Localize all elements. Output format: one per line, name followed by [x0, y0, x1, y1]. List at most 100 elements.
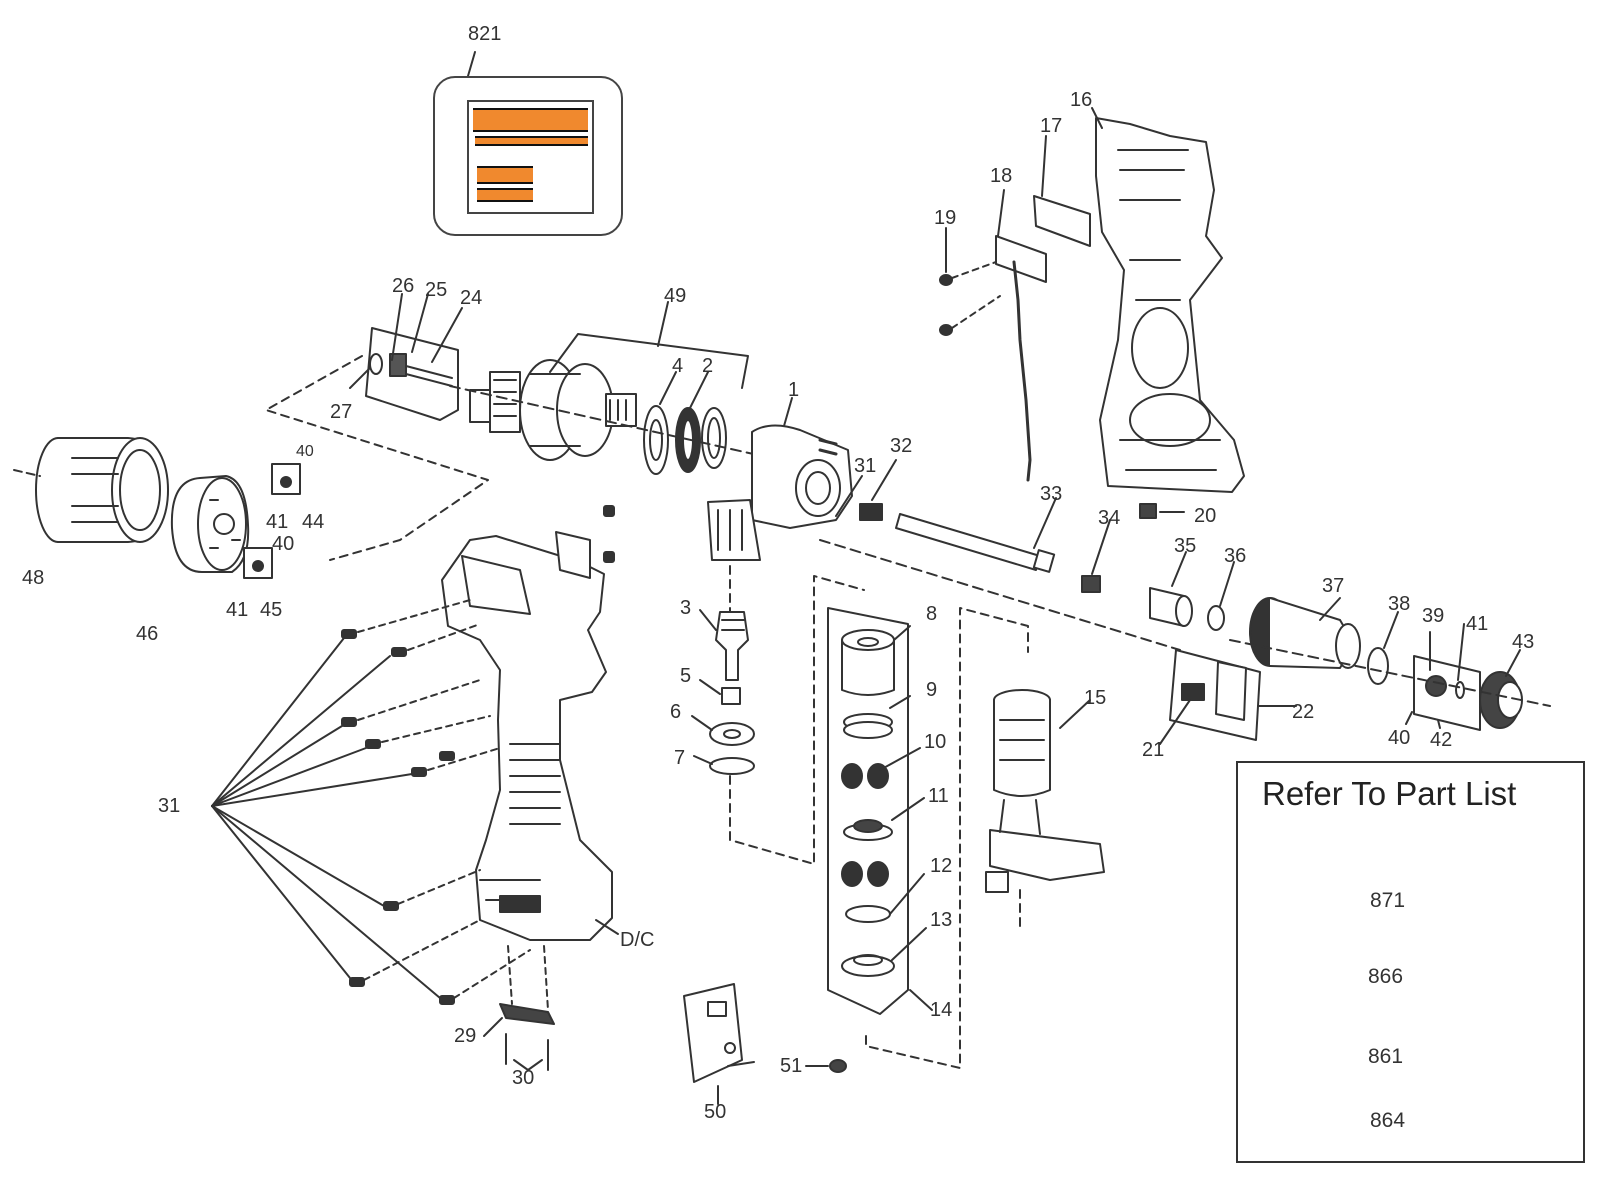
leader-38	[1383, 611, 1399, 649]
leader-29	[483, 1017, 503, 1037]
part-49-gearbox	[469, 359, 637, 461]
callout-29: 29	[454, 1025, 477, 1047]
callout-40-c: 40	[1388, 727, 1411, 749]
callout-2: 2	[702, 355, 714, 377]
axis-line-upper	[449, 385, 781, 461]
callout-40-a: 40	[296, 443, 314, 460]
callout-46: 46	[136, 623, 159, 645]
dashed-guide-27	[265, 355, 489, 561]
screw-guides-31	[357, 599, 531, 999]
leader-17	[1041, 135, 1047, 197]
callout-15: 15	[1084, 687, 1107, 709]
callout-42: 42	[1430, 729, 1453, 751]
orange-bar-2	[475, 136, 588, 146]
leader-43	[1505, 649, 1521, 677]
orange-bar-4	[477, 188, 533, 202]
callout-dc: D/C	[620, 929, 655, 951]
callout-33: 33	[1040, 483, 1063, 505]
callout-38: 38	[1388, 593, 1411, 615]
part-35	[1149, 587, 1193, 627]
callout-9: 9	[926, 679, 938, 701]
leader-6	[691, 715, 713, 731]
part-2b-washer	[701, 407, 727, 469]
axis-line-front	[1229, 639, 1551, 707]
callout-35: 35	[1174, 535, 1197, 557]
part-9-carrier	[843, 713, 893, 739]
part-3-pinion	[715, 611, 749, 681]
callout-17: 17	[1040, 115, 1063, 137]
callout-7: 7	[674, 747, 686, 769]
callout-11: 11	[928, 785, 949, 807]
part-39-42-assembly	[1413, 655, 1481, 731]
callout-19: 19	[934, 207, 957, 229]
bracket-49	[549, 301, 749, 389]
callout-5: 5	[680, 665, 692, 687]
label-821-card	[433, 76, 623, 236]
callout-13: 13	[930, 909, 953, 931]
part-48-collar	[13, 437, 169, 543]
callout-32: 32	[890, 435, 913, 457]
callout-21: 21	[1142, 739, 1165, 761]
leaders-31-32	[835, 459, 897, 517]
part-20	[1139, 503, 1157, 519]
callout-26: 26	[392, 275, 415, 297]
part-30-screws	[505, 1033, 549, 1071]
part-51-screw	[829, 1059, 847, 1073]
part-46-ring	[170, 475, 250, 573]
part-43-cap	[1479, 671, 1523, 729]
leader-34	[1091, 519, 1111, 575]
part-36-oring	[1207, 605, 1225, 631]
callout-41-c: 41	[1466, 613, 1489, 635]
callout-4: 4	[672, 355, 684, 377]
callout-14: 14	[930, 999, 953, 1021]
callout-44: 44	[302, 511, 325, 533]
callout-31-top: 31	[854, 455, 877, 477]
callout-16: 16	[1070, 89, 1093, 111]
leaders-31-fan	[211, 637, 441, 999]
leader-16	[1091, 107, 1103, 129]
callout-27: 27	[330, 401, 353, 423]
leader-36	[1219, 561, 1235, 607]
callout-20: 20	[1194, 505, 1217, 527]
part-4-washer	[643, 405, 669, 475]
callout-22: 22	[1292, 701, 1315, 723]
dashed-path-14-15	[865, 607, 1029, 1069]
callout-8: 8	[926, 603, 938, 625]
leader-37	[1319, 597, 1341, 621]
legend-item-864: 864	[1370, 1109, 1406, 1132]
part-5-bushing	[721, 687, 741, 705]
part-11-carrier	[843, 819, 893, 841]
part-18-pcb	[995, 235, 1047, 482]
part-38-oring	[1367, 647, 1389, 685]
leader-15	[1059, 699, 1091, 729]
callout-43: 43	[1512, 631, 1535, 653]
part-16-housing	[1095, 117, 1245, 493]
part-14-column	[827, 607, 909, 1015]
leader-35	[1171, 551, 1187, 587]
part-32-spring	[859, 503, 883, 521]
part-45-block	[243, 547, 273, 579]
part-7-clip	[709, 757, 755, 775]
callout-25: 25	[425, 279, 448, 301]
orange-bar-1	[473, 108, 588, 132]
callout-10: 10	[924, 731, 947, 753]
part-22-switch	[1169, 649, 1261, 741]
callout-40-b: 40	[272, 533, 295, 555]
leader-1	[783, 397, 793, 427]
label-821-inner	[467, 100, 594, 214]
legend-item-871: 871	[1370, 889, 1406, 912]
part-33-shaft	[895, 513, 1056, 573]
callout-37: 37	[1322, 575, 1345, 597]
dashed-path-3-14	[729, 575, 865, 865]
leaders-4-2	[659, 371, 709, 409]
part-1-housing	[707, 424, 853, 561]
part-34	[1081, 575, 1101, 593]
legend-item-866: 866	[1368, 965, 1404, 988]
axis-line-switch	[819, 539, 1181, 651]
part-24-27-assembly	[365, 327, 459, 421]
leaders-21-22	[1159, 699, 1297, 745]
leader-3	[699, 609, 717, 631]
legend-title: Refer To Part List	[1262, 775, 1517, 812]
callout-36: 36	[1224, 545, 1247, 567]
